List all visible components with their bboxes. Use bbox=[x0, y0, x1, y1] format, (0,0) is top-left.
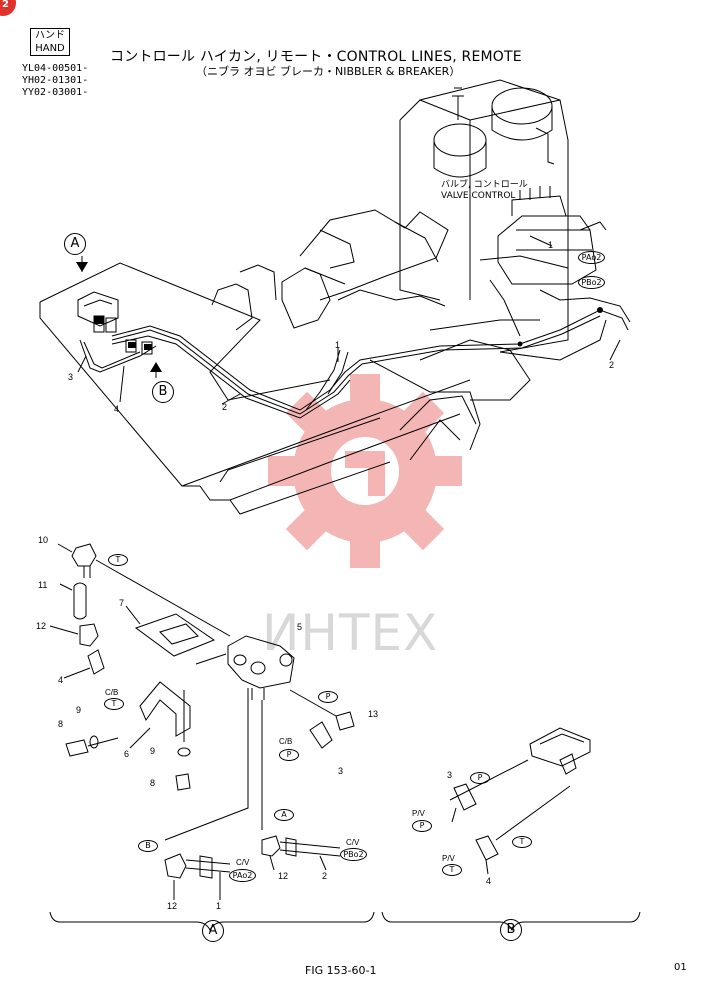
cb-label: C/B bbox=[105, 688, 119, 697]
watermark-text: ИНТЕХ bbox=[262, 604, 439, 662]
view-a-marker-bottom: A bbox=[202, 920, 224, 942]
part-number: 3 bbox=[447, 770, 453, 780]
part-number: 2 bbox=[609, 360, 615, 370]
part-number: 10 bbox=[38, 535, 49, 545]
view-a-marker-top: A bbox=[64, 233, 86, 255]
part-number: 8 bbox=[58, 719, 64, 729]
model-code-1: YL04-00501- bbox=[22, 63, 89, 74]
page-title: コントロール ハイカン, リモート・CONTROL LINES, REMOTE bbox=[110, 49, 522, 65]
part-number: 12 bbox=[36, 621, 47, 631]
pv-label: P/V bbox=[442, 854, 455, 863]
part-number: 2 bbox=[222, 402, 228, 412]
part-number: 9 bbox=[150, 746, 156, 756]
part-number: 11 bbox=[38, 580, 48, 590]
hand-label-en: HAND bbox=[35, 43, 65, 54]
model-code-3: YY02-03001- bbox=[22, 87, 89, 98]
part-number: 5 bbox=[297, 622, 303, 632]
port-t-marker: T bbox=[108, 554, 128, 566]
part-number: 1 bbox=[216, 901, 222, 911]
part-number: 3 bbox=[68, 372, 74, 382]
cb-label: C/B bbox=[279, 737, 293, 746]
cv-label: C/V bbox=[346, 838, 360, 847]
port-p-marker: P bbox=[470, 772, 490, 784]
part-number: 9 bbox=[76, 705, 82, 715]
port-t-marker: T bbox=[442, 864, 462, 876]
valve-label-jp: バルブ, コントロール bbox=[441, 180, 528, 190]
cv-label: C/V bbox=[236, 858, 250, 867]
view-b-marker-top: B bbox=[152, 381, 174, 403]
port-t-marker: T bbox=[512, 836, 532, 848]
port-p-marker: P bbox=[318, 691, 338, 703]
port-p-marker: P bbox=[412, 820, 432, 832]
part-number: 4 bbox=[486, 876, 492, 886]
hand-box: ハンド HAND bbox=[30, 28, 70, 56]
part-number: 3 bbox=[338, 766, 344, 776]
valve-label-en: VALVE,CONTROL bbox=[441, 191, 516, 201]
model-code-2: YH02-01301- bbox=[22, 75, 89, 86]
figure-number: FIG 153-60-1 bbox=[305, 964, 377, 977]
part-number: 6 bbox=[124, 749, 130, 759]
pv-label: P/V bbox=[412, 809, 425, 818]
part-number: 2 bbox=[322, 871, 328, 881]
hand-label-jp: ハンド bbox=[35, 30, 65, 41]
part-number: 12 bbox=[167, 901, 178, 911]
part-number: 4 bbox=[58, 675, 64, 685]
port-a-marker: A bbox=[274, 809, 294, 821]
page-subtitle: （ニブラ オヨビ ブレーカ・NIBBLER & BREAKER） bbox=[196, 65, 461, 78]
corner-badge: 2 bbox=[0, 0, 16, 16]
view-b-marker-bottom: B bbox=[500, 919, 522, 941]
port-p-marker: P bbox=[279, 749, 299, 761]
page-number: 01 bbox=[674, 962, 687, 973]
part-number: 13 bbox=[368, 709, 379, 719]
part-number: 4 bbox=[114, 404, 120, 414]
part-number: 1 bbox=[548, 240, 554, 250]
part-number: 7 bbox=[119, 598, 125, 608]
port-pb02-top: PBo2 bbox=[578, 276, 605, 289]
port-pa02-top: PAo2 bbox=[578, 251, 605, 264]
port-b-marker: B bbox=[138, 840, 158, 852]
port-t-marker: T bbox=[104, 698, 124, 710]
part-number: 12 bbox=[278, 871, 289, 881]
part-number: 8 bbox=[150, 778, 156, 788]
port-pa02-detail: PAo2 bbox=[229, 869, 256, 882]
part-number: 1 bbox=[335, 340, 341, 350]
port-pb02-detail: PBo2 bbox=[340, 848, 367, 861]
